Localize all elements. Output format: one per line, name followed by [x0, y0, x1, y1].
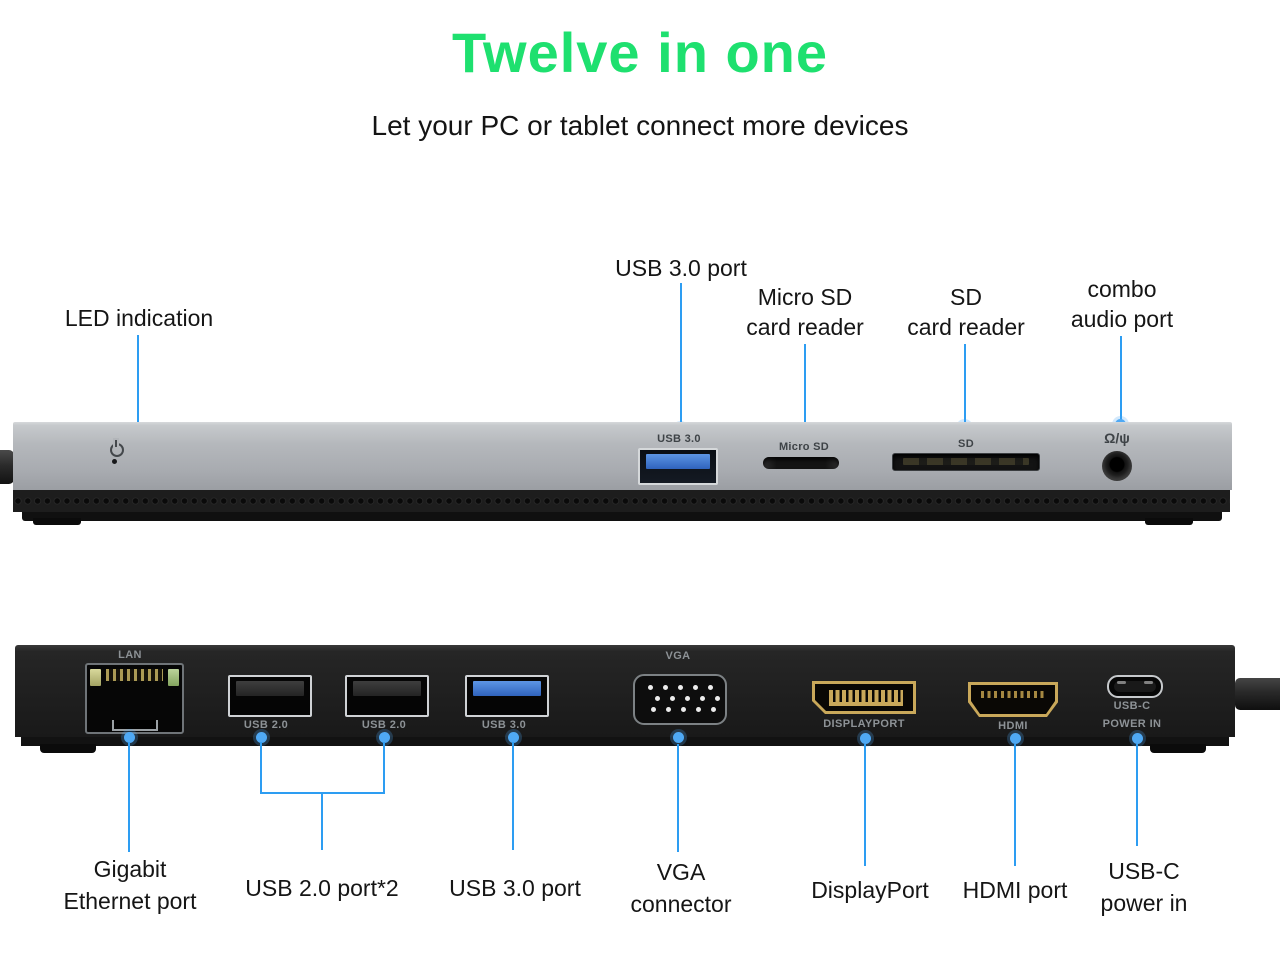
print-sd: SD	[958, 438, 974, 450]
print-usb3-rear: USB 3.0	[481, 719, 527, 731]
usb3-tongue-front	[646, 454, 710, 469]
callout-label-vga: VGA connector	[630, 859, 732, 917]
hdmi-pins	[981, 691, 1045, 698]
dock-front-view	[13, 422, 1232, 490]
power-icon	[110, 440, 124, 457]
callout-dot-ethernet	[124, 732, 135, 743]
usb2-port-a	[228, 675, 312, 717]
callout-dot-hdmi	[1010, 733, 1021, 744]
print-lan: LAN	[118, 649, 142, 661]
usbc-cavity	[1114, 681, 1156, 692]
print-usb2-b: USB 2.0	[361, 719, 407, 731]
combo-audio-jack	[1102, 451, 1132, 481]
callout-line-displayport	[864, 744, 866, 866]
dock-front-base	[22, 512, 1222, 521]
usb3-port-rear	[465, 675, 549, 717]
callout-label-hdmi: HDMI port	[962, 877, 1068, 903]
callout-dot-usb2-a	[256, 732, 267, 743]
rj45-led-left	[90, 669, 101, 686]
callout-label-led-indication: LED indication	[64, 305, 214, 331]
dock-front-foot-left	[33, 518, 81, 525]
callout-dot-usbc	[1132, 733, 1143, 744]
sd-card-slot	[892, 453, 1040, 471]
host-cable-left	[0, 450, 14, 484]
callout-line-usb2-b	[383, 742, 385, 792]
callout-line-usb3-front	[680, 283, 682, 426]
hdmi-connector	[968, 682, 1058, 717]
callout-label-usb2: USB 2.0 port*2	[245, 875, 399, 901]
vga-connector	[633, 674, 727, 725]
usb3-tongue-rear	[473, 681, 541, 696]
dock-front-foot-right	[1145, 518, 1193, 525]
rj45-pins	[106, 669, 163, 681]
callout-dot-displayport	[860, 733, 871, 744]
callout-line-usb2-a	[260, 742, 262, 792]
callout-label-usbc: USB-C power in	[1100, 858, 1188, 916]
callout-line-audio	[1120, 336, 1122, 421]
rj45-led-right	[168, 669, 179, 686]
hdmi-cavity	[971, 685, 1055, 714]
displayport-connector	[812, 681, 916, 714]
callout-line-vga	[677, 744, 679, 852]
gigabit-ethernet-port	[85, 663, 184, 734]
callout-dot-usb2-b	[379, 732, 390, 743]
rj45-latch-slot	[111, 720, 158, 731]
callout-label-sd: SD card reader	[907, 284, 1025, 340]
callout-dot-vga	[673, 732, 684, 743]
usb2-tongue-a	[236, 681, 304, 696]
led-indicator-hole	[112, 459, 117, 464]
usb2-port-b	[345, 675, 429, 717]
usb3-port-front	[638, 448, 718, 485]
callout-line-sd	[964, 344, 966, 425]
page-subtitle: Let your PC or tablet connect more devic…	[371, 110, 909, 141]
page-title: Twelve in one	[451, 21, 829, 84]
callout-label-usb3-rear: USB 3.0 port	[449, 875, 581, 901]
print-usbc-line2: POWER IN	[1102, 718, 1162, 730]
usbc-power-port	[1107, 675, 1163, 698]
micro-sd-slot	[763, 457, 839, 469]
callout-label-combo-audio: combo audio port	[1070, 276, 1174, 332]
callout-label-usb3-port-front: USB 3.0 port	[615, 255, 747, 281]
host-cable-right	[1235, 678, 1280, 710]
print-usb3-front: USB 3.0	[657, 433, 701, 445]
callout-label-displayport: DisplayPort	[811, 877, 929, 903]
dock-rear-foot-left	[40, 744, 96, 753]
callout-line-led	[137, 335, 139, 428]
callout-line-hdmi	[1014, 744, 1016, 866]
callout-label-ethernet: Gigabit Ethernet port	[63, 856, 197, 914]
callout-dot-usb3-rear	[508, 732, 519, 743]
callout-line-micro-sd	[804, 344, 806, 429]
print-vga: VGA	[665, 650, 691, 662]
print-displayport: DISPLAYPORT	[823, 718, 905, 730]
callout-label-micro-sd: Micro SD card reader	[746, 284, 864, 340]
dock-rear-base	[21, 737, 1229, 746]
dock-rear-foot-right	[1150, 744, 1206, 753]
sd-slot-contacts	[903, 458, 1029, 465]
dock-front-vent-strip	[13, 490, 1230, 512]
print-micro-sd: Micro SD	[778, 441, 830, 453]
callout-line-usbc	[1136, 744, 1138, 846]
callout-line-ethernet	[128, 742, 130, 852]
callout-stem-usb2	[321, 792, 323, 850]
print-usb2-a: USB 2.0	[243, 719, 289, 731]
callout-line-usb3-rear	[512, 742, 514, 850]
print-hdmi: HDMI	[998, 720, 1028, 732]
print-usbc-line1: USB-C	[1113, 700, 1151, 712]
usb2-tongue-b	[353, 681, 421, 696]
headphone-mic-icon: Ω/ψ	[1104, 430, 1130, 446]
displayport-pins	[829, 690, 903, 706]
